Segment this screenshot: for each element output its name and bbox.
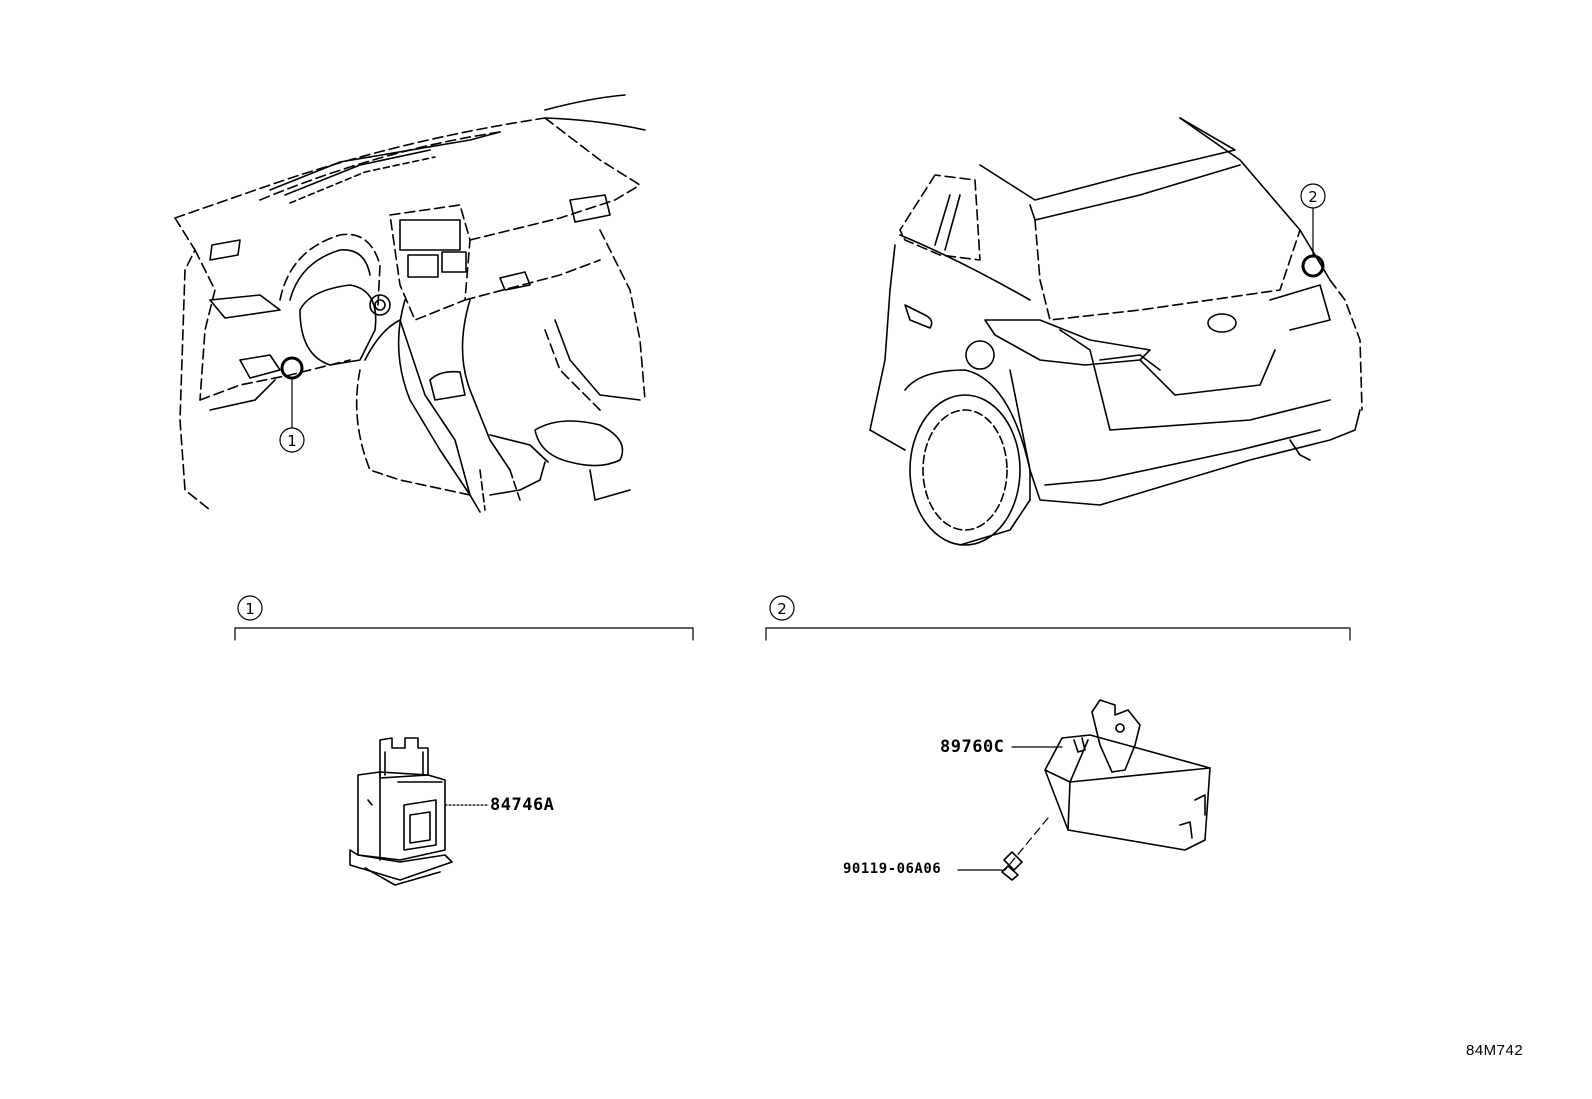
callout-marker-1 — [279, 356, 305, 453]
part-label-90119-06A06[interactable]: 90119-06A06 — [843, 861, 942, 877]
callout-2-number-vehicle: 2 — [1308, 188, 1318, 206]
callout-2-number-section: 2 — [777, 600, 787, 618]
module-part-drawing — [957, 699, 1211, 881]
callout-marker-2 — [1300, 183, 1326, 278]
section-bracket-1 — [234, 595, 694, 641]
callout-1-number-section: 1 — [245, 600, 255, 618]
part-label-84746A[interactable]: 84746A — [490, 795, 555, 815]
illustration-code: 84M742 — [1466, 1042, 1524, 1059]
section-bracket-2 — [765, 595, 1351, 641]
dashboard-illustration — [174, 94, 646, 513]
rear-vehicle-illustration — [869, 117, 1363, 546]
part-label-89760C[interactable]: 89760C — [940, 737, 1005, 757]
callout-1-number-dash: 1 — [287, 432, 297, 450]
switch-part-drawing — [349, 737, 489, 886]
